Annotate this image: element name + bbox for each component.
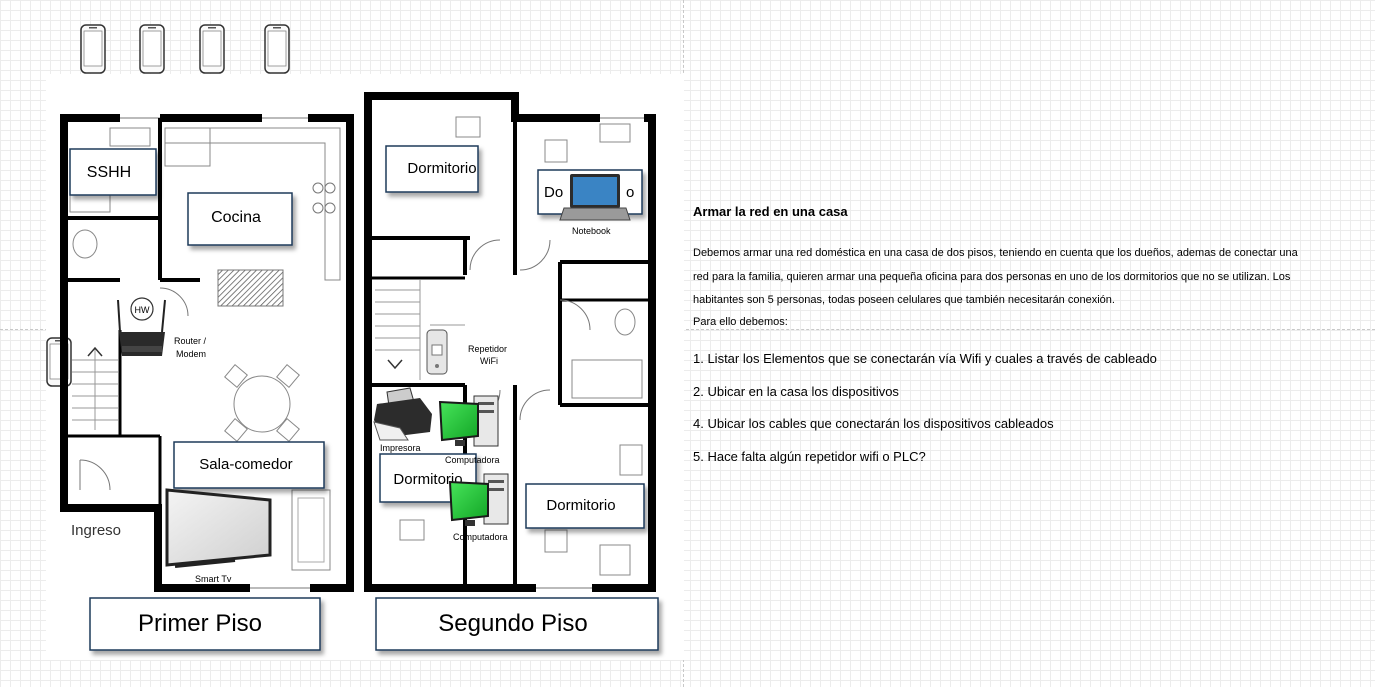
desktop-computer-icon[interactable] (448, 473, 509, 526)
svg-text:Dormitorio: Dormitorio (407, 160, 476, 177)
instructions-list: 1. Listar los Elementos que se conectará… (693, 343, 1353, 473)
router-label-line2: Modem (176, 349, 206, 359)
laptop-icon[interactable] (559, 174, 631, 221)
svg-text:SSHH: SSHH (87, 164, 131, 181)
instructions-panel: Armar la red en una casa Debemos armar u… (693, 204, 1353, 473)
smartphone-icon[interactable] (199, 24, 225, 74)
svg-text:Cocina: Cocina (211, 209, 261, 226)
instructions-item: 1. Listar los Elementos que se conectará… (693, 351, 1157, 366)
instructions-item: 5. Hace falta algún repetidor wifi o PLC… (693, 448, 926, 464)
printer-icon[interactable] (373, 387, 432, 441)
second-floor-plan (364, 92, 656, 592)
smartphone-icon[interactable] (139, 24, 165, 74)
router-label: Router / (174, 336, 207, 346)
smartphone-icon[interactable] (80, 24, 106, 74)
room-label-living-dining: Sala-comedor (173, 441, 325, 489)
instructions-paragraph-line: Para ello debemos: (693, 316, 788, 328)
notebook-label: Notebook (572, 226, 611, 236)
printer-label: Impresora (380, 443, 421, 453)
room-label-bedroom-bottom-right: Dormitorio (525, 483, 645, 529)
desktop-computer-icon[interactable] (438, 395, 499, 447)
wifi-repeater-icon[interactable] (426, 329, 448, 375)
instructions-paragraph-line: Debemos armar una red doméstica en una c… (693, 247, 1298, 259)
instructions-item: 2. Ubicar en la casa los dispositivos (693, 383, 899, 399)
repeater-label-line2: WiFi (480, 356, 498, 366)
tv-label: Smart Tv (195, 574, 232, 584)
smartphone-icon[interactable] (264, 24, 290, 74)
instructions-item: 4. Ubicar los cables que conectarán los … (693, 416, 1054, 431)
repeater-label: Repetidor (468, 344, 507, 354)
svg-text:Dormitorio: Dormitorio (546, 497, 615, 514)
svg-text:HW: HW (135, 305, 150, 315)
svg-text:o: o (626, 184, 634, 201)
canvas-guide-horizontal (0, 329, 1375, 330)
svg-text:Sala-comedor: Sala-comedor (199, 456, 292, 473)
room-label-bathroom: SSHH (69, 148, 157, 196)
room-label-bedroom-bottom-left: Dormitorio (379, 453, 477, 503)
instructions-title: Armar la red en una casa (693, 204, 848, 219)
room-label-bedroom-top-left: Dormitorio (385, 145, 479, 193)
computer-2-label: Computadora (453, 532, 508, 542)
instructions-paragraph-line: habitantes son 5 personas, todas poseen … (693, 294, 1115, 306)
svg-text:Primer Piso: Primer Piso (138, 610, 262, 637)
svg-text:Dormitorio: Dormitorio (393, 471, 462, 488)
svg-text:Segundo Piso: Segundo Piso (438, 610, 587, 637)
room-label-entrance: Ingreso (71, 522, 121, 539)
computer-1-label: Computadora (445, 455, 500, 465)
room-label-kitchen: Cocina (187, 192, 293, 246)
floor-title-second: Segundo Piso (375, 597, 659, 651)
svg-text:Do: Do (544, 184, 563, 201)
router-icon[interactable]: HW (117, 297, 166, 356)
instructions-paragraph-line: red para la familia, quieren armar una p… (693, 271, 1291, 283)
tv-icon[interactable] (165, 488, 272, 568)
first-floor-plan (60, 114, 354, 592)
floor-title-first: Primer Piso (89, 597, 321, 651)
